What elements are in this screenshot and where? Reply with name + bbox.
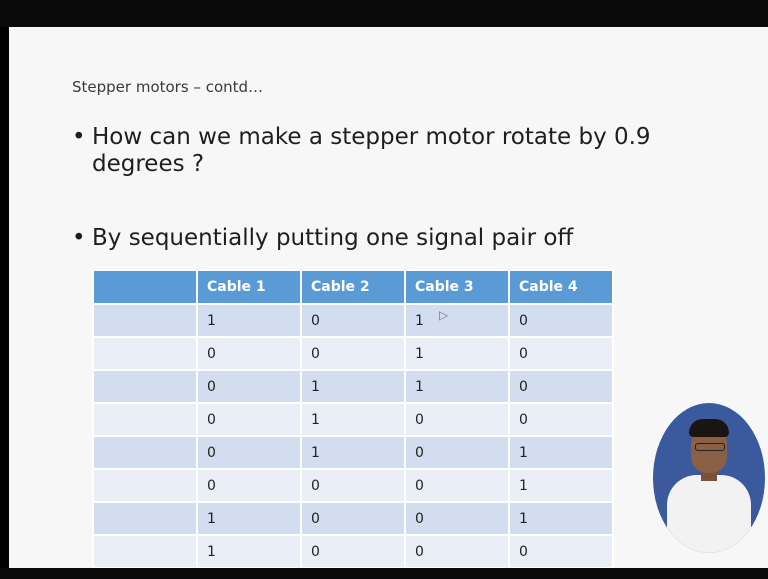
bullet-dot-icon: • — [72, 124, 86, 150]
mouse-cursor-icon: ▷ — [439, 308, 449, 322]
table-header-row: Cable 1 Cable 2 Cable 3 Cable 4 — [92, 269, 614, 305]
bottom-letterbox-bar — [0, 568, 768, 579]
table-cell: 0 — [404, 402, 510, 437]
table-cell: 0 — [508, 534, 614, 568]
table-header-cell: Cable 4 — [508, 269, 614, 305]
presenter-hair — [689, 419, 729, 437]
table-cell: 0 — [196, 336, 302, 371]
table-cell — [92, 534, 198, 568]
table-cell — [92, 303, 198, 338]
bullet-1-line-2: degrees ? — [92, 151, 205, 177]
table-cell: 0 — [508, 303, 614, 338]
table-cell: 1 — [300, 435, 406, 470]
table-cell — [92, 336, 198, 371]
slide-subtitle: Stepper motors – contd… — [72, 78, 264, 96]
table-cell: 1 — [404, 303, 510, 338]
presentation-slide: Stepper motors – contd… • How can we mak… — [9, 27, 768, 568]
table-cell: 0 — [196, 435, 302, 470]
bullet-2-line-1: By sequentially putting one signal pair … — [92, 225, 574, 251]
table-cell: 0 — [300, 303, 406, 338]
table-cell: 1 — [508, 501, 614, 536]
table-cell: 0 — [508, 402, 614, 437]
table-cell: 1 — [404, 369, 510, 404]
table-cell: 0 — [508, 369, 614, 404]
presenter-glasses — [695, 443, 725, 451]
table-cell: 1 — [196, 534, 302, 568]
table-header-cell: Cable 3 — [404, 269, 510, 305]
table-cell: 1 — [404, 336, 510, 371]
table-cell — [92, 369, 198, 404]
table-cell: 1 — [196, 303, 302, 338]
table-header-cell: Cable 1 — [196, 269, 302, 305]
table-cell — [92, 435, 198, 470]
bullet-1-line-1: How can we make a stepper motor rotate b… — [92, 124, 651, 150]
table-cell: 0 — [300, 468, 406, 503]
table-cell — [92, 501, 198, 536]
table-cell: 0 — [196, 402, 302, 437]
table-cell: 0 — [508, 336, 614, 371]
table-cell: 0 — [404, 435, 510, 470]
table-cell: 1 — [196, 501, 302, 536]
table-cell: 0 — [196, 369, 302, 404]
top-letterbox-bar — [0, 0, 768, 27]
table-cell: 0 — [196, 468, 302, 503]
table-cell: 0 — [300, 534, 406, 568]
table-cell: 0 — [404, 534, 510, 568]
bullet-dot-icon: • — [72, 225, 86, 251]
table-cell: 1 — [508, 468, 614, 503]
table-cell: 0 — [300, 336, 406, 371]
table-cell — [92, 402, 198, 437]
presenter-video-thumbnail — [653, 403, 765, 553]
table-header-cell: Cable 2 — [300, 269, 406, 305]
table-cell: 0 — [404, 501, 510, 536]
table-cell: 0 — [404, 468, 510, 503]
table-cell — [92, 468, 198, 503]
table-cell: 0 — [300, 501, 406, 536]
table-cell: 1 — [300, 402, 406, 437]
table-header-cell — [92, 269, 198, 305]
presenter-shirt — [667, 475, 751, 553]
table-cell: 1 — [508, 435, 614, 470]
table-cell: 1 — [300, 369, 406, 404]
